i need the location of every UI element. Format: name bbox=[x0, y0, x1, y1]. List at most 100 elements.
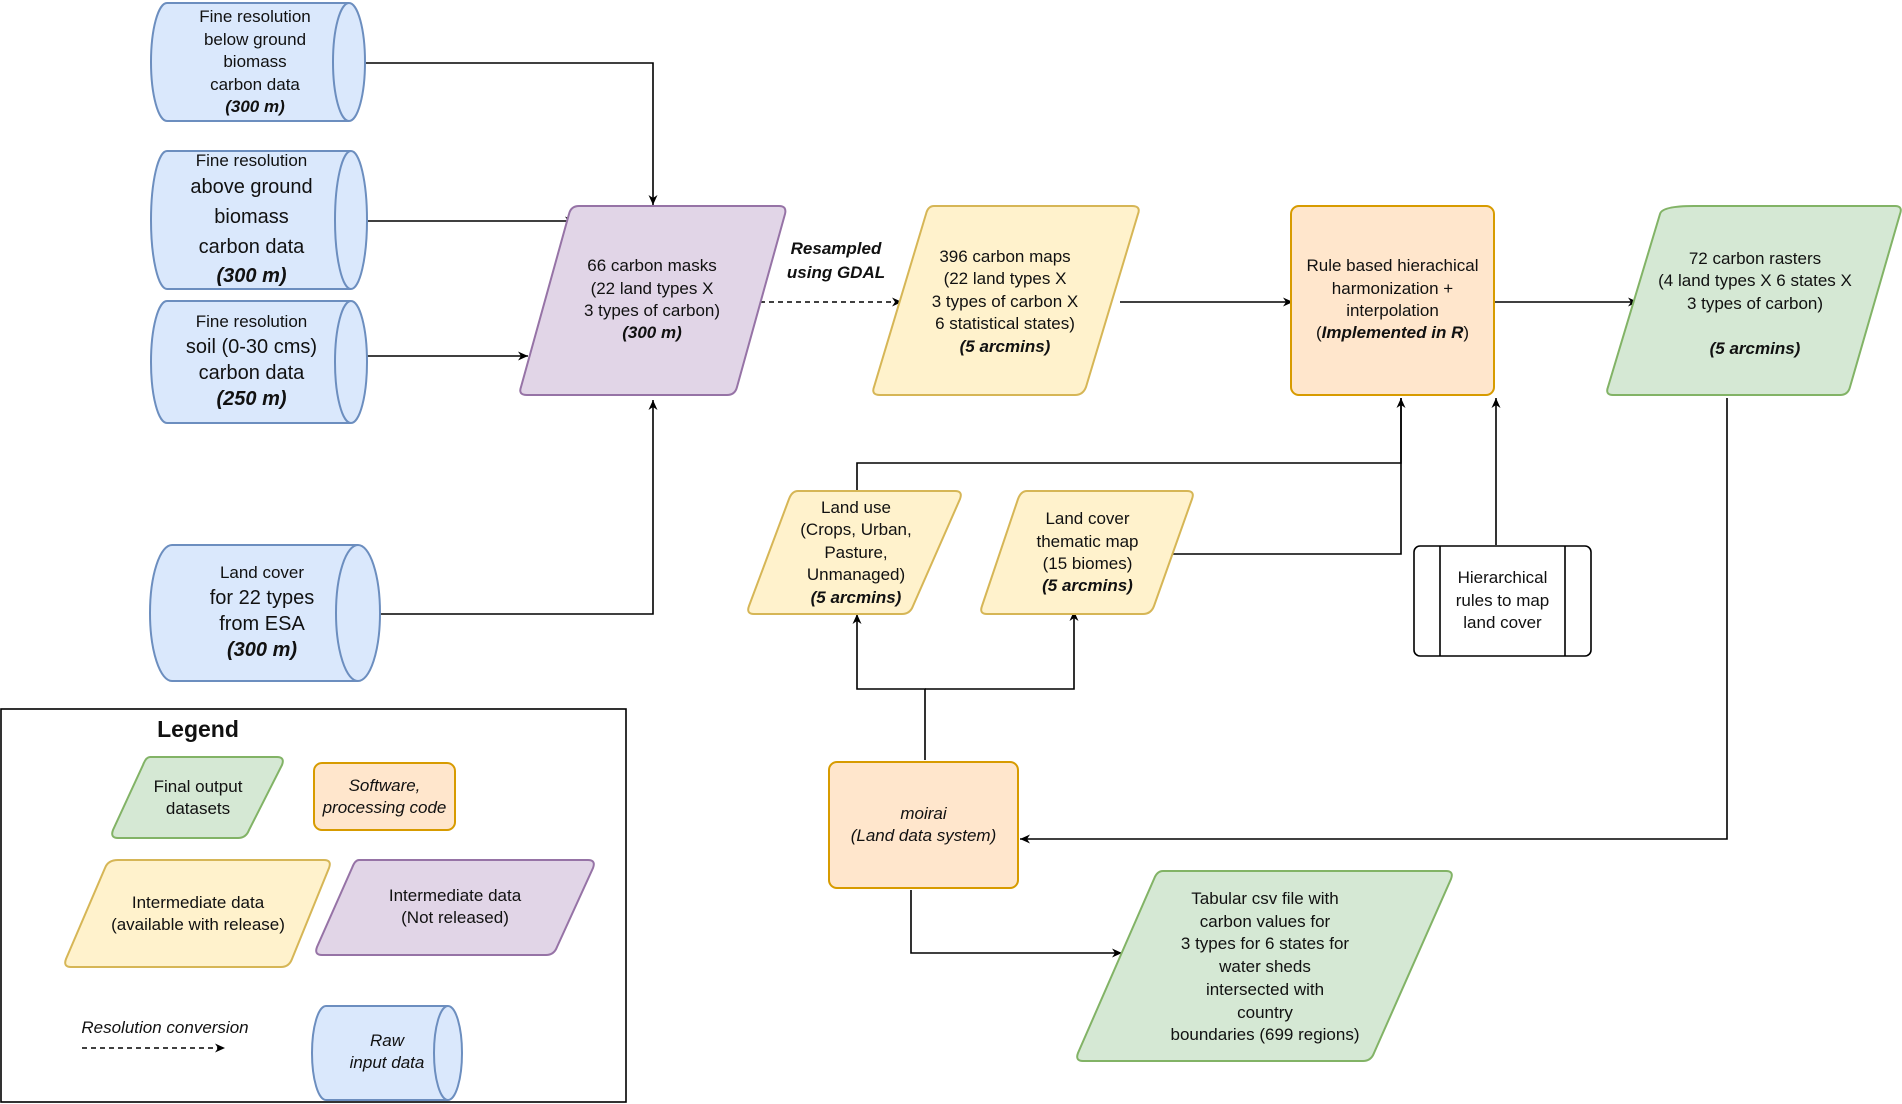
legend-raw-input-shape bbox=[311, 1005, 463, 1101]
text-line: carbon data bbox=[198, 235, 305, 258]
moirai-label: moirai (Land data system) bbox=[829, 798, 1018, 852]
text-line: biomass bbox=[223, 52, 287, 72]
edge-moirai-to-land-use bbox=[852, 614, 926, 760]
text-line: Fine resolution bbox=[195, 151, 308, 171]
input-below-ground bbox=[150, 2, 366, 122]
text-line: Final output bbox=[153, 776, 243, 796]
legend-resolution-conversion-label: Resolution conversion bbox=[60, 1016, 270, 1040]
text-line: Intermediate data bbox=[131, 892, 265, 912]
resolution-text: (300 m) bbox=[622, 323, 682, 343]
resolution-text: (5 arcmins) bbox=[1709, 338, 1801, 358]
text-line: Raw bbox=[369, 1030, 404, 1050]
text-line: 66 carbon masks bbox=[587, 256, 717, 276]
text-line: land cover bbox=[1463, 613, 1542, 633]
carbon-maps-label: 396 carbon maps (22 land types X 3 types… bbox=[900, 242, 1110, 362]
edge-land-use-to-harmonization bbox=[856, 398, 1406, 491]
resolution-text: (5 arcmins) bbox=[810, 587, 902, 607]
edge-land-cover-map-to-harmonization bbox=[1173, 398, 1402, 555]
resolution-text: (300 m) bbox=[216, 265, 287, 288]
legend-software-label: Software, processing code bbox=[314, 769, 455, 825]
paren-open: ( bbox=[1315, 323, 1322, 343]
resolution-text: (300 m) bbox=[226, 639, 298, 662]
text-line: (Crops, Urban, bbox=[800, 520, 912, 540]
text-line: input data bbox=[349, 1053, 425, 1072]
text-line: 3 types of carbon) bbox=[1686, 293, 1824, 313]
moirai-shape bbox=[828, 761, 1019, 889]
input-below-ground-label: Fine resolution below ground biomass car… bbox=[160, 5, 350, 120]
legend-intermediate-not-released-label: Intermediate data (Not released) bbox=[360, 879, 550, 935]
text-line: (Implemented in R) bbox=[1316, 322, 1469, 344]
text-line: below ground bbox=[203, 29, 307, 49]
edge-moirai-to-land-cover-map bbox=[925, 611, 1079, 690]
carbon-rasters-shape bbox=[1606, 205, 1902, 396]
text-line: Pasture, bbox=[824, 542, 888, 562]
resample-edge-label: Resampled using GDAL bbox=[768, 236, 904, 286]
text-line: (22 land types X bbox=[943, 269, 1067, 289]
legend-final-output-shape bbox=[111, 756, 284, 839]
text-line: Land use bbox=[821, 497, 891, 517]
text-line: carbon values for bbox=[1199, 911, 1331, 931]
carbon-rasters-label: 72 carbon rasters (4 land types X 6 stat… bbox=[1640, 244, 1870, 364]
text-line: soil (0-30 cms) bbox=[185, 335, 318, 358]
text-line: 72 carbon rasters bbox=[1688, 248, 1822, 268]
text-line: thematic map bbox=[1036, 531, 1139, 551]
input-land-cover-esa-label: Land cover for 22 types from ESA (300 m) bbox=[168, 553, 356, 673]
text-line: rules to map bbox=[1455, 590, 1550, 610]
text-line: (Not released) bbox=[401, 908, 509, 927]
text-line: Rule based hierachical bbox=[1306, 256, 1479, 276]
carbon-masks-label: 66 carbon masks (22 land types X 3 types… bbox=[552, 250, 752, 350]
text-line: (22 land types X bbox=[590, 278, 714, 298]
land-cover-map-shape bbox=[980, 490, 1194, 615]
text-line: 6 statistical states) bbox=[935, 314, 1075, 334]
text-line: above ground bbox=[190, 176, 313, 199]
carbon-maps-shape bbox=[872, 205, 1140, 396]
text-line: biomass bbox=[214, 205, 289, 228]
text-line: (available with release) bbox=[111, 915, 285, 934]
legend-final-output-label: Final output datasets bbox=[128, 770, 268, 826]
text-line: Hierarchical bbox=[1457, 568, 1548, 588]
tabular-csv-label: Tabular csv file with carbon values for … bbox=[1140, 885, 1390, 1050]
legend-intermediate-available-shape bbox=[64, 859, 331, 968]
text-line: using GDAL bbox=[786, 263, 886, 282]
edge-land-cover-esa-to-masks bbox=[367, 400, 658, 615]
land-use-label: Land use (Crops, Urban, Pasture, Unmanag… bbox=[770, 494, 942, 612]
text-line: (15 biomes) bbox=[1042, 554, 1133, 573]
text-line: 396 carbon maps bbox=[939, 246, 1071, 266]
legend-intermediate-not-released-shape bbox=[315, 859, 595, 956]
input-soil-label: Fine resolution soil (0-30 cms) carbon d… bbox=[158, 303, 345, 421]
text-line: water sheds bbox=[1219, 957, 1311, 977]
hierarchical-rules-shape bbox=[1413, 545, 1592, 657]
implementation-text: Implemented in R bbox=[1321, 323, 1464, 343]
edge-moirai-to-tabular-csv bbox=[910, 890, 1122, 958]
text-line: Fine resolution bbox=[199, 7, 311, 27]
text-line: moirai bbox=[900, 803, 947, 823]
resolution-text: (5 arcmins) bbox=[959, 336, 1051, 356]
edge-rasters-to-moirai bbox=[1020, 398, 1728, 844]
text-line: for 22 types bbox=[209, 586, 315, 609]
tabular-csv-shape bbox=[1076, 870, 1453, 1062]
resolution-text: (300 m) bbox=[225, 97, 285, 117]
land-cover-map-label: Land cover thematic map (15 biomes) (5 a… bbox=[1000, 505, 1175, 601]
carbon-masks-shape bbox=[519, 205, 787, 396]
text-line: Resolution conversion bbox=[81, 1017, 249, 1037]
text-line: country bbox=[1237, 1002, 1293, 1022]
text-line: 3 types for 6 states for bbox=[1180, 934, 1350, 954]
text-line: 3 types of carbon) bbox=[583, 301, 721, 320]
input-above-ground-label: Fine resolution above ground biomass car… bbox=[158, 151, 345, 288]
text-line: harmonization + bbox=[1331, 278, 1454, 298]
text-line: interpolation bbox=[1346, 301, 1439, 320]
text-line: carbon data bbox=[198, 362, 305, 385]
harmonization-shape bbox=[1290, 205, 1495, 396]
text-line: (Land data system) bbox=[850, 826, 997, 845]
land-use-shape bbox=[747, 490, 962, 615]
text-line: (4 land types X 6 states X bbox=[1658, 271, 1852, 291]
hierarchical-rules-label: Hierarchical rules to map land cover bbox=[1440, 558, 1565, 644]
text-line: Resampled bbox=[790, 239, 882, 259]
edge-below-ground-to-masks bbox=[365, 62, 658, 205]
text-line: carbon data bbox=[210, 74, 300, 94]
input-soil bbox=[150, 300, 368, 424]
legend-intermediate-available-label: Intermediate data (available with releas… bbox=[88, 886, 308, 942]
text-line: Fine resolution bbox=[195, 312, 308, 332]
paren-close: ) bbox=[1463, 323, 1470, 343]
